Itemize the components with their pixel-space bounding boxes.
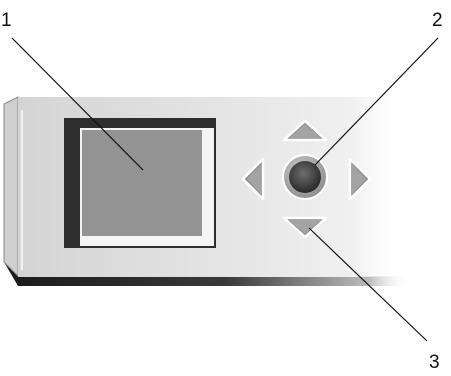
- right-arrow-icon[interactable]: [348, 157, 372, 201]
- navigation-buttons: [241, 119, 372, 239]
- leader-line-3: [308, 227, 428, 342]
- down-arrow-icon[interactable]: [282, 216, 328, 239]
- callout-number-2: 2: [432, 10, 443, 31]
- panel-bottom-edge: [4, 262, 410, 286]
- leader-lines: [11, 37, 439, 342]
- panel-left-edge: [3, 96, 19, 278]
- callout-number-1: 1: [1, 10, 12, 31]
- leader-line-1: [11, 37, 144, 171]
- lcd-screen: [64, 118, 216, 248]
- lcd-display: [82, 130, 202, 236]
- up-arrow-icon[interactable]: [282, 119, 328, 142]
- callout-number-3: 3: [429, 352, 440, 373]
- left-arrow-icon[interactable]: [241, 157, 265, 201]
- leader-line-2: [314, 37, 439, 166]
- select-button-icon[interactable]: [282, 154, 328, 200]
